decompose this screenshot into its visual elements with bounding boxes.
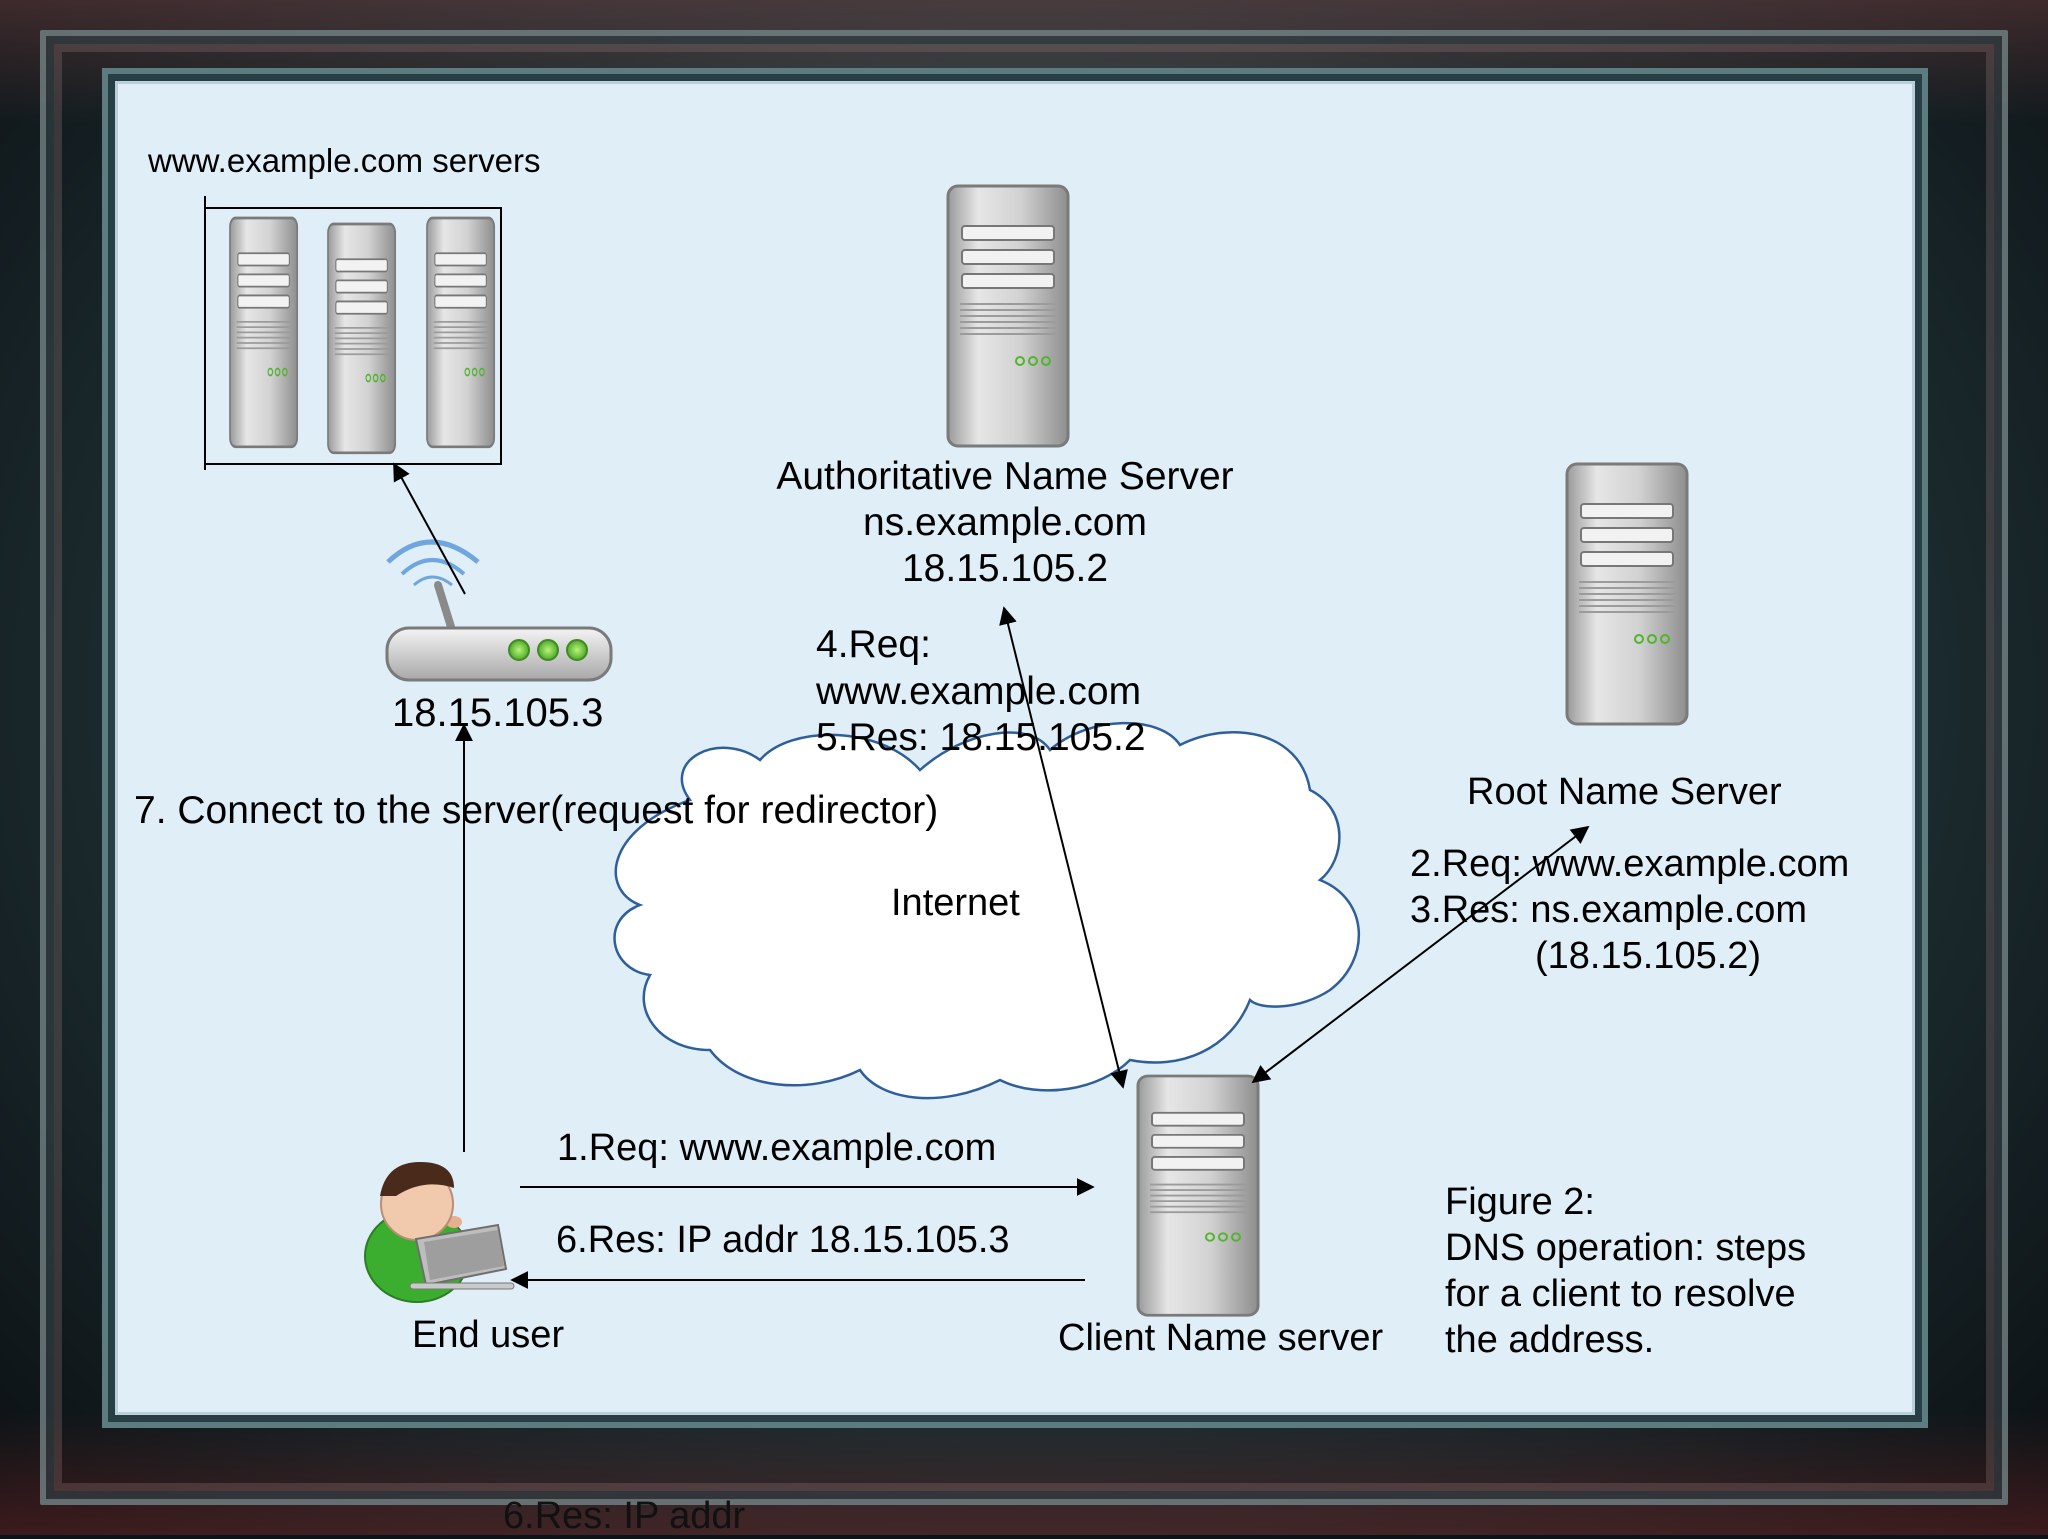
end-user-label: End user [412,1314,565,1356]
caption-line: Figure 2: [1445,1181,1595,1223]
arrow-router-to-servers [393,462,466,595]
step7-label: 7. Connect to the server(request for red… [134,789,939,832]
authoritative-server-icon [946,184,1070,448]
step3-ip-label: (18.15.105.2) [1535,935,1762,977]
step5-label: 5.Res: 18.15.105.2 [816,716,1146,759]
root-server-label: Root Name Server [1467,771,1782,813]
step1-label: 1.Req: www.example.com [557,1127,997,1169]
authoritative-ip: 18.15.105.2 [901,547,1109,590]
arrow-step2-3 [1251,825,1590,1084]
authoritative-host: ns.example.com [863,501,1147,544]
step6-label: 6.Res: IP addr 18.15.105.3 [556,1219,1010,1261]
authoritative-title: Authoritative Name Server [776,455,1234,498]
internet-label: Internet [891,882,1020,924]
client-name-server-icon [1136,1074,1260,1317]
web-server-icon [326,222,397,455]
server-group-box [204,207,502,465]
step3-label: 3.Res: ns.example.com [1410,889,1808,931]
server-group [204,196,502,470]
caption-line: the address. [1445,1319,1655,1361]
root-server-icon [1565,462,1689,726]
caption-line: for a client to resolve [1445,1273,1796,1315]
step2-label: 2.Req: www.example.com [1410,843,1850,885]
arrows [393,462,1590,1289]
servers-group-label: www.example.com servers [148,142,541,179]
web-server-icon [425,216,496,449]
caption-line: DNS operation: steps [1445,1227,1807,1269]
arrow-step4-5 [999,606,1128,1089]
router-ip-label: 18.15.105.3 [392,691,604,735]
overflow-text: 6.Res: IP addr [503,1495,746,1537]
step4-label: 4.Req: [816,623,931,666]
client-name-server-label: Client Name server [1058,1317,1384,1359]
web-server-icon [228,216,299,449]
router-icon [385,539,613,682]
step4-host-label: www.example.com [816,670,1142,713]
end-user-icon [364,1162,515,1303]
